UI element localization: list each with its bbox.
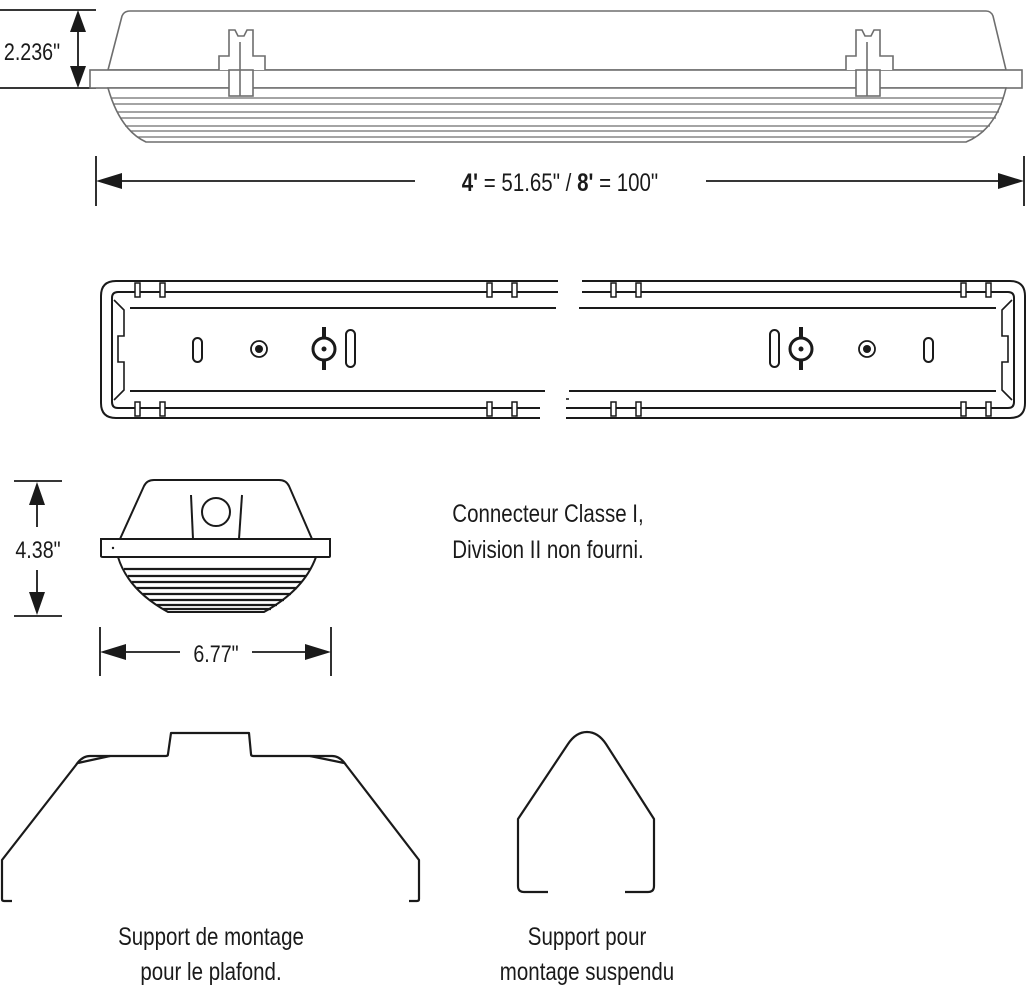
housing-rib <box>190 494 194 540</box>
keyhole-center <box>321 346 327 352</box>
clip-tabs <box>134 282 992 417</box>
clip-tab <box>635 282 642 298</box>
outer-frame-right <box>566 280 1026 419</box>
clip-tab <box>610 401 617 417</box>
end-height-label: 4.38" <box>15 536 60 563</box>
clip-tab <box>134 282 141 298</box>
clip-tab <box>635 401 642 417</box>
pendant-bracket-caption-line1: Support pour <box>528 922 647 950</box>
clip-tab <box>134 401 141 417</box>
length-4ft-label: 4' <box>462 168 478 196</box>
ceiling-bracket-caption-line2: pour le plafond. <box>140 957 281 985</box>
break-marks <box>549 280 569 419</box>
bracket-bend-left <box>77 754 111 765</box>
inner-frame-left <box>111 291 558 409</box>
end-cap-right <box>1001 299 1013 401</box>
latch-clip-right <box>845 29 894 70</box>
arrow-up-icon <box>70 10 86 32</box>
arrow-down-icon <box>70 66 86 88</box>
clip-tab <box>486 401 493 417</box>
arrow-right-icon <box>998 173 1024 189</box>
top-view-right-half <box>566 280 1026 419</box>
clip-tab <box>511 401 518 417</box>
arrow-right-icon <box>305 644 331 660</box>
side-view: 2.236" <box>0 9 1025 206</box>
latch-clip-right-tab <box>855 69 881 97</box>
length-8ft-value: = 100" <box>593 168 658 196</box>
arrow-left-icon <box>100 644 126 660</box>
end-width-dimension <box>99 627 332 676</box>
arrow-down-icon <box>29 592 45 615</box>
end-view: 4.38" <box>14 479 332 676</box>
side-height-dimension <box>0 9 96 89</box>
mounting-features-left <box>192 327 356 370</box>
length-4ft-value: = 51.65" / <box>478 168 577 196</box>
fixture-housing-top <box>106 10 1008 71</box>
outer-frame-left <box>100 280 558 419</box>
clip-tab <box>486 282 493 298</box>
inner-frame-right <box>566 291 1015 409</box>
fixture-lens <box>106 87 1008 143</box>
side-length-dimension <box>95 156 1025 206</box>
mounting-slot <box>192 337 203 363</box>
end-lens <box>116 556 318 613</box>
lens-ribs <box>112 97 1004 138</box>
top-view-left-half <box>100 280 558 419</box>
ceiling-bracket-caption-line1: Support de montage <box>118 922 304 950</box>
clip-tab <box>159 282 166 298</box>
arrow-up-icon <box>29 482 45 505</box>
side-height-label: 2.236" <box>4 38 60 65</box>
length-8ft-label: 8' <box>577 168 593 196</box>
top-view <box>100 280 1026 419</box>
side-fixture-body <box>89 10 1023 143</box>
side-length-label: 4' = 51.65" / 8' = 100" <box>462 168 658 196</box>
keyhole-center <box>798 346 804 352</box>
connector-note: Connecteur Classe I, Division II non fou… <box>452 499 643 563</box>
ceiling-bracket-caption: Support de montage pour le plafond. <box>118 922 304 985</box>
connector-note-line2: Division II non fourni. <box>452 535 643 563</box>
end-cap-left <box>113 299 125 401</box>
clip-tab <box>610 282 617 298</box>
pendant-bracket-caption-line2: montage suspendu <box>500 957 674 985</box>
ceiling-bracket-outline <box>0 731 421 903</box>
end-height-dimension <box>14 480 62 617</box>
latch-clip-left <box>218 29 266 70</box>
rim-detail-dot <box>111 546 115 550</box>
bracket-bend-right <box>309 754 345 765</box>
knockout-hole-center <box>255 345 263 353</box>
knockout-hole-center <box>863 345 871 353</box>
conduit-knockout <box>201 497 231 527</box>
end-fixture-body <box>100 479 331 613</box>
end-rim <box>100 538 331 558</box>
connector-note-line1: Connecteur Classe I, <box>452 499 643 527</box>
end-width-label: 6.77" <box>193 640 238 667</box>
knockout-hole <box>858 340 876 358</box>
clip-tab <box>960 401 967 417</box>
mounting-slot-long <box>345 329 356 368</box>
pendant-bracket-caption: Support pour montage suspendu <box>500 922 674 985</box>
arrow-left-icon <box>96 173 122 189</box>
clip-tab <box>159 401 166 417</box>
clip-tab <box>960 282 967 298</box>
pendant-mount-bracket <box>516 730 656 894</box>
mounting-slot <box>923 337 934 363</box>
end-lens-ribs <box>124 567 310 611</box>
clip-tab <box>985 401 992 417</box>
clip-tab <box>985 282 992 298</box>
clip-tab <box>511 282 518 298</box>
knockout-hole <box>250 340 268 358</box>
housing-rib <box>238 494 243 540</box>
pendant-bracket-outline <box>516 730 656 894</box>
mounting-features-right <box>769 327 934 370</box>
ceiling-mount-bracket <box>0 731 421 903</box>
latch-clip-left-tab <box>228 69 254 97</box>
mounting-slot-long <box>769 329 780 368</box>
